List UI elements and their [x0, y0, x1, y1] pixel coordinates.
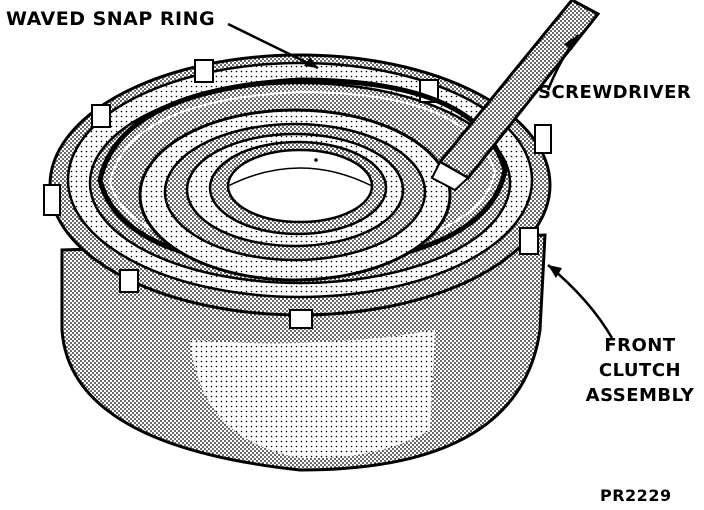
- label-front-clutch-assembly: FRONT CLUTCH ASSEMBLY: [580, 333, 700, 408]
- snap-ring-arrow: [227, 22, 319, 70]
- leader-lines: [227, 22, 614, 339]
- label-front-clutch-line-2: CLUTCH: [598, 360, 682, 381]
- front-clutch-arrow: [547, 264, 614, 339]
- label-front-clutch-line-3: ASSEMBLY: [585, 385, 695, 406]
- front-clutch-arrowhead: [548, 265, 562, 278]
- inner-hub: [138, 108, 452, 282]
- snap-ring-arrowhead: [304, 57, 318, 68]
- label-screwdriver: SCREWDRIVER: [538, 82, 692, 103]
- label-front-clutch-line-1: FRONT: [604, 335, 676, 356]
- label-waved-snap-ring: WAVED SNAP RING: [6, 8, 216, 30]
- screwdriver: [430, 0, 601, 192]
- figure-code: PR2229: [600, 486, 672, 505]
- screwdriver-arrowhead: [564, 35, 578, 50]
